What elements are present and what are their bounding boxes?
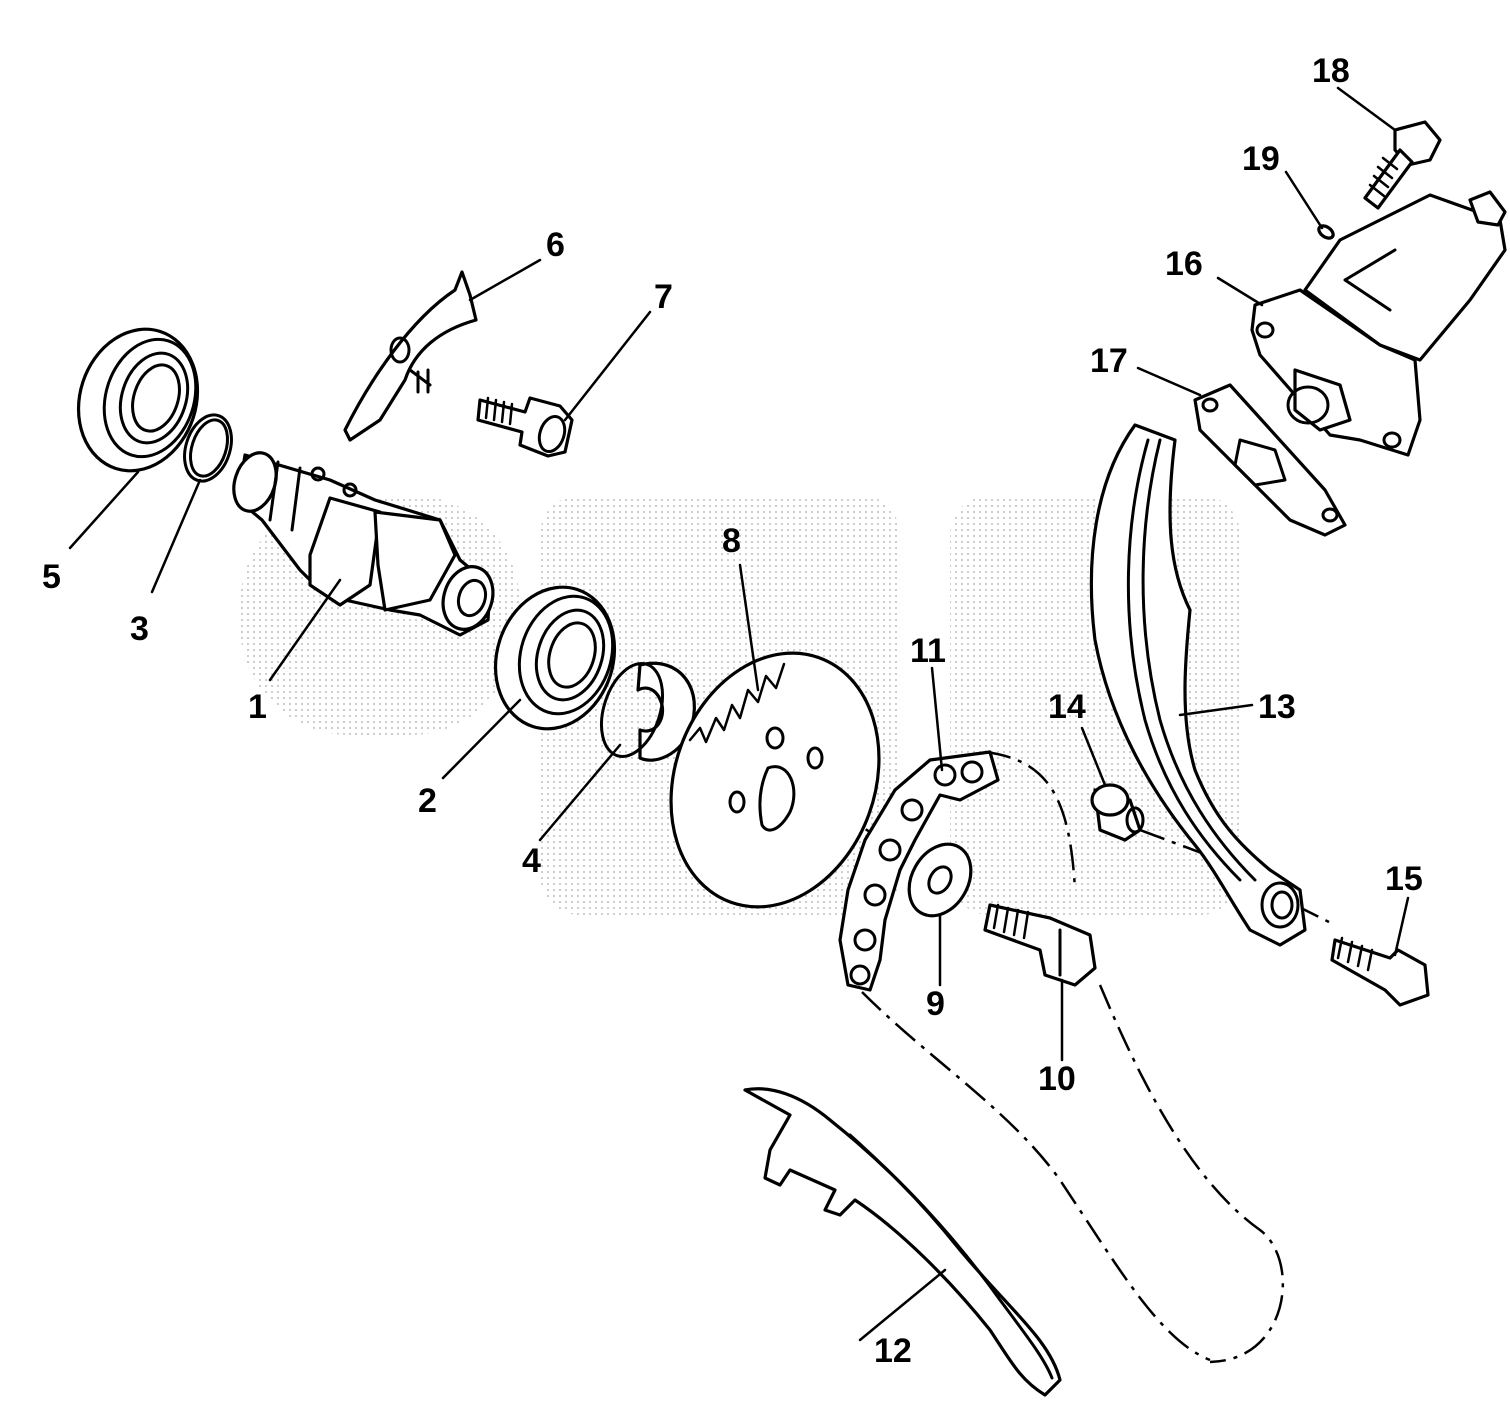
part-8-cam-sprocket [669, 651, 881, 909]
part-5-bearing [76, 327, 200, 473]
callout-7: 7 [654, 278, 673, 316]
callout-15: 15 [1385, 860, 1423, 898]
callout-12: 12 [874, 1332, 912, 1370]
callout-9: 9 [926, 985, 945, 1023]
part-17-gasket [1193, 383, 1347, 537]
callout-14: 14 [1048, 688, 1086, 726]
callout-4: 4 [522, 842, 541, 880]
callout-17: 17 [1090, 342, 1128, 380]
callout-6: 6 [546, 226, 565, 264]
callout-11: 11 [910, 632, 946, 670]
callout-2: 2 [418, 782, 437, 820]
part-3-o-ring [183, 413, 233, 483]
part-2-bearing [493, 585, 617, 731]
part-11-cam-chain [838, 750, 1000, 992]
callout-3: 3 [130, 610, 149, 648]
part-7-bolt [476, 396, 574, 458]
part-15-bolt [1330, 936, 1430, 1007]
part-9-washer [907, 842, 973, 918]
callout-16: 16 [1165, 245, 1203, 283]
callout-13: 13 [1258, 688, 1296, 726]
part-14-collar [1090, 783, 1145, 842]
part-12-chain-guide [743, 1087, 1062, 1397]
part-1-camshaft [232, 451, 495, 637]
callout-18: 18 [1312, 52, 1350, 90]
callout-19: 19 [1242, 140, 1280, 178]
callout-5: 5 [42, 558, 61, 596]
callout-10: 10 [1038, 1060, 1076, 1098]
part-13-tensioner-guide [1089, 423, 1307, 947]
leader-lines [68, 86, 1410, 1342]
part-10-bolt [983, 903, 1097, 987]
callout-labels: 1 2 3 4 5 6 7 8 9 10 11 12 13 14 15 16 1… [42, 52, 1423, 1370]
part-16-tensioner [1250, 190, 1507, 457]
part-4-collar [600, 661, 696, 762]
part-18-bolt [1363, 120, 1442, 210]
part-6-guide-stopper [343, 270, 478, 442]
callout-1: 1 [248, 688, 267, 726]
callout-8: 8 [722, 522, 741, 560]
